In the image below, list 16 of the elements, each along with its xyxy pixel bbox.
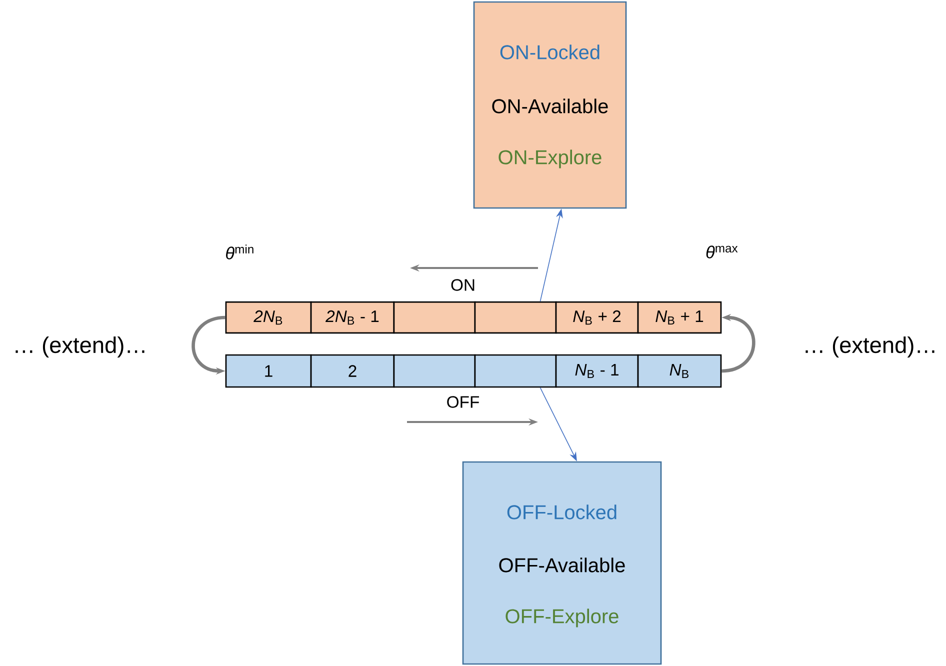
state-box: OFF-Locked OFF-Available OFF-Explore [462, 461, 662, 665]
direction-label: OFF [447, 396, 479, 408]
bin-cell: 2 [310, 354, 395, 388]
bin-cell: N$_{B}$ [637, 354, 722, 388]
symbol-label: θ$^{min}$ [226, 244, 254, 260]
state-box: ON-Locked ON-Available ON-Explore [473, 1, 627, 209]
extend-label: … (extend)… [806, 336, 934, 358]
bin-cell: 2N$_{B}$ - 1 [310, 301, 395, 334]
extend-label: … (extend)… [16, 336, 144, 358]
bin-cell: 1 [225, 354, 312, 388]
bin-cell: N$_{B}$ + 1 [637, 301, 722, 334]
bin-cell: N$_{B}$ + 2 [555, 301, 639, 334]
bin-cell: 2N$_{B}$ [225, 301, 312, 334]
symbol-label: θ$^{max}$ [706, 246, 738, 258]
bin-cell: N$_{B}$ - 1 [555, 354, 639, 388]
direction-label: ON [451, 279, 474, 291]
